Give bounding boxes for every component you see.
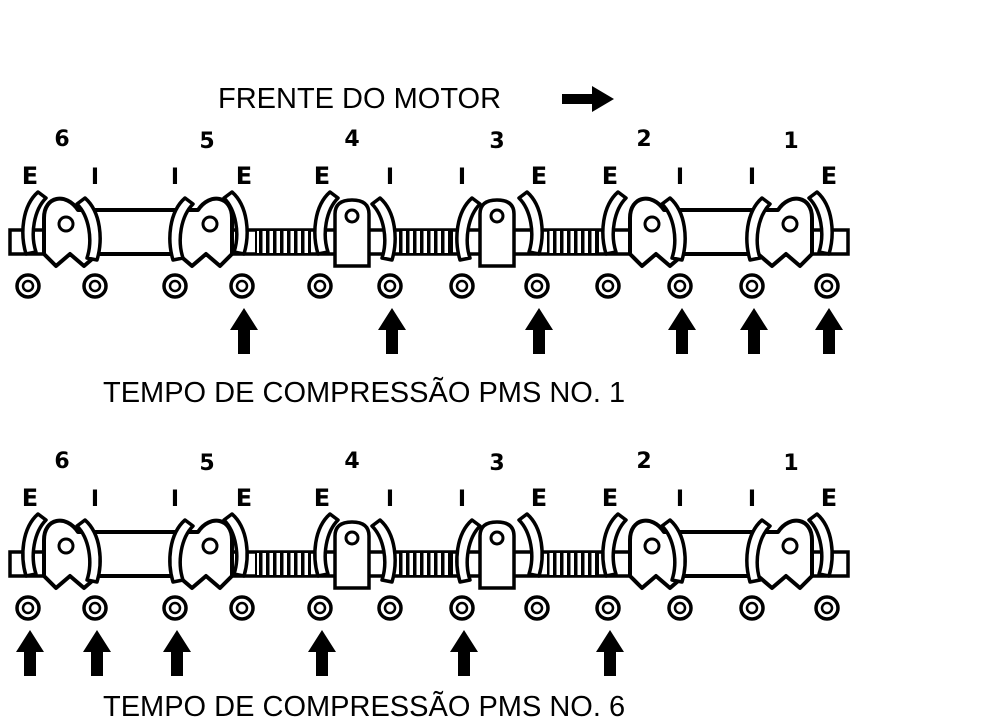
exhaust-valve-label: E (314, 484, 330, 512)
exhaust-valve-label: E (531, 484, 547, 512)
cylinder-number: 3 (489, 451, 504, 476)
engine-front-label: FRENTE DO MOTOR (218, 83, 501, 115)
cylinder-number: 5 (199, 129, 214, 154)
intake-valve-label: I (458, 165, 466, 190)
exhaust-valve-label: E (314, 162, 330, 190)
cylinder-number: 2 (636, 127, 651, 152)
adjust-valve-arrow-icon (450, 630, 478, 676)
cylinder-number: 2 (636, 449, 651, 474)
cylinder-number: 6 (54, 449, 69, 474)
exhaust-valve-label: E (236, 484, 252, 512)
intake-valve-label: I (171, 487, 179, 512)
adjust-valve-arrow-icon (163, 630, 191, 676)
adjust-valve-arrow-icon (308, 630, 336, 676)
adjust-valve-arrow-icon (668, 308, 696, 354)
shaft-spring (399, 229, 453, 255)
cylinder-number: 5 (199, 451, 214, 476)
cylinder-number: 1 (783, 129, 798, 154)
compression-caption: TEMPO DE COMPRESSÃO PMS NO. 6 (103, 689, 625, 722)
adjust-valve-arrow-icon (740, 308, 768, 354)
cylinder-number: 1 (783, 451, 798, 476)
adjust-valve-arrow-icon (525, 308, 553, 354)
shaft-spring (255, 551, 311, 577)
adjust-valve-arrow-icon (83, 630, 111, 676)
exhaust-valve-label: E (821, 484, 837, 512)
compression-caption: TEMPO DE COMPRESSÃO PMS NO. 1 (103, 375, 625, 409)
exhaust-valve-label: E (236, 162, 252, 190)
intake-valve-label: I (171, 165, 179, 190)
intake-valve-label: I (91, 165, 99, 190)
shaft-spring (255, 229, 311, 255)
exhaust-valve-label: E (821, 162, 837, 190)
shaft-spring (547, 229, 599, 255)
intake-valve-label: I (748, 487, 756, 512)
cylinder-number: 4 (344, 127, 359, 152)
exhaust-valve-label: E (531, 162, 547, 190)
adjust-valve-arrow-icon (815, 308, 843, 354)
exhaust-valve-label: E (602, 162, 618, 190)
intake-valve-label: I (676, 487, 684, 512)
exhaust-valve-label: E (22, 162, 38, 190)
shaft-spring (399, 551, 453, 577)
intake-valve-label: I (386, 487, 394, 512)
intake-valve-label: I (458, 487, 466, 512)
adjust-valve-arrow-icon (16, 630, 44, 676)
exhaust-valve-label: E (602, 484, 618, 512)
adjust-valve-arrow-icon (596, 630, 624, 676)
cylinder-number: 4 (344, 449, 359, 474)
intake-valve-label: I (748, 165, 756, 190)
intake-valve-label: I (91, 487, 99, 512)
shaft-spring (547, 551, 599, 577)
adjust-valve-arrow-icon (230, 308, 258, 354)
exhaust-valve-label: E (22, 484, 38, 512)
cylinder-number: 3 (489, 129, 504, 154)
adjust-valve-arrow-icon (378, 308, 406, 354)
engine-front-arrow-icon (562, 86, 614, 112)
cylinder-number: 6 (54, 127, 69, 152)
intake-valve-label: I (386, 165, 394, 190)
intake-valve-label: I (676, 165, 684, 190)
